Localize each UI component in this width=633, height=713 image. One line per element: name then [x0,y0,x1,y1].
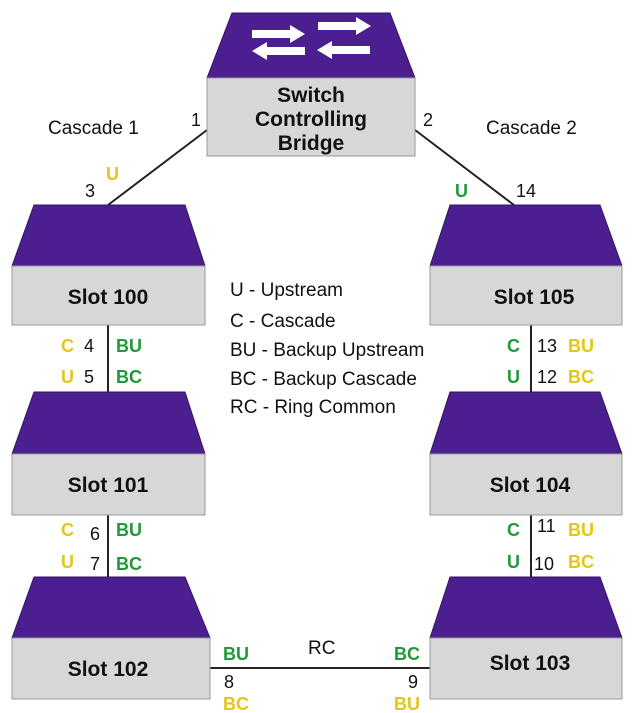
slot-100-body [11,265,206,326]
code-bc-port-7: BC [116,554,142,574]
cascade-2-link [414,129,515,206]
legend-item-backup-upstream: BU - Backup Upstream [230,340,424,361]
legend-item-upstream: U - Upstream [230,280,343,301]
bridge-label-line3: Bridge [278,132,345,155]
slot-104-top [429,391,623,455]
ring-common-label: RC [308,638,335,659]
slot-102-switch: Slot 102 [11,576,211,700]
slot-103-switch: Slot 103 [429,576,623,700]
slot-104-switch: Slot 104 [429,391,623,516]
slot-105-body [429,265,623,326]
bridge-arrows-icon [252,17,371,60]
port-4: 4 [84,336,94,356]
port-6: 6 [90,524,100,544]
slot-101-switch: Slot 101 [11,391,206,516]
legend-item-ring-common: RC - Ring Common [230,397,396,418]
code-u-port-5: U [61,367,74,387]
cascade-1-label: Cascade 1 [48,118,139,139]
slot-102-label: Slot 102 [68,658,149,681]
slot-103-top [429,576,623,639]
code-c-port-11: C [507,520,520,540]
slot-105-label: Slot 105 [494,286,575,309]
slot-100-switch: Slot 100 [11,204,206,326]
port-12: 12 [537,367,557,387]
port-7: 7 [90,554,100,574]
slot-100-label: Slot 100 [68,286,149,309]
port-8: 8 [224,672,234,692]
bridge-label-line2: Controlling [255,108,367,131]
slot-102-top [11,576,211,639]
code-bu-port-9: BU [394,694,420,713]
code-u-port-7: U [61,552,74,572]
bridge-body [206,77,416,157]
code-bu-port-8: BU [223,644,249,664]
controlling-bridge: Switch Controlling Bridge [206,12,416,157]
slot-100-top [11,204,206,267]
legend: U - Upstream C - Cascade BU - Backup Ups… [230,280,424,418]
code-u-port-14: U [455,181,468,201]
port-1: 1 [191,110,201,130]
code-u-port-10: U [507,552,520,572]
code-bc-port-10: BC [568,552,594,572]
code-bc-port-12: BC [568,367,594,387]
connection-lines [107,129,532,669]
slot-101-body [11,453,206,516]
port-10: 10 [534,554,554,574]
code-bu-port-11: BU [568,520,594,540]
code-c-port-13: C [507,336,520,356]
code-bu-port-4: BU [116,336,142,356]
slot-101-label: Slot 101 [68,474,149,497]
port-14: 14 [516,181,536,201]
slot-104-label: Slot 104 [490,474,571,497]
port-11: 11 [537,516,556,536]
bridge-top [206,12,416,79]
slot-103-body [429,637,623,700]
slot-101-top [11,391,206,455]
legend-item-cascade: C - Cascade [230,311,336,332]
port-9: 9 [408,672,418,692]
port-5: 5 [84,367,94,387]
code-bc-port-8: BC [223,694,249,713]
slot-105-switch: Slot 105 [429,204,623,326]
cascade-2-label: Cascade 2 [486,118,577,139]
port-3: 3 [85,181,95,201]
cascade-1-link [107,129,208,206]
legend-item-backup-cascade: BC - Backup Cascade [230,369,417,390]
slot-103-label: Slot 103 [490,652,571,675]
port-2: 2 [423,110,433,130]
code-bc-port-9: BC [394,644,420,664]
code-u-port-3: U [106,164,119,184]
code-u-port-12: U [507,367,520,387]
bridge-label-line1: Switch [277,84,345,107]
code-c-port-6: C [61,520,74,540]
code-c-port-4: C [61,336,74,356]
port-13: 13 [537,336,557,356]
code-bu-port-6: BU [116,520,142,540]
code-bc-port-5: BC [116,367,142,387]
slot-102-body [11,637,211,700]
code-bu-port-13: BU [568,336,594,356]
slot-104-body [429,453,623,516]
slot-105-top [429,204,623,267]
